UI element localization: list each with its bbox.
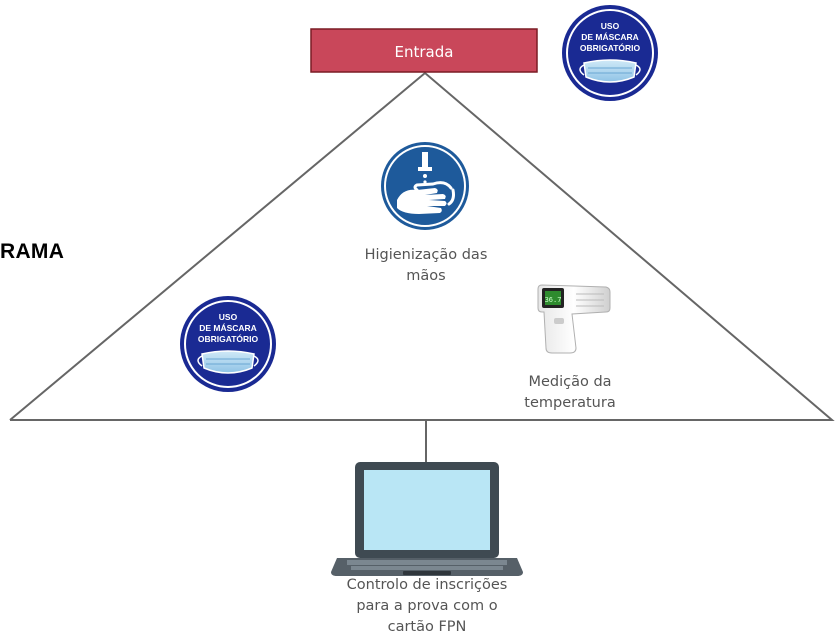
laptop-icon: [331, 462, 523, 576]
hand-wash-icon: [381, 142, 469, 230]
hand-hygiene-line2: mãos: [406, 268, 446, 284]
hand-hygiene-label: Higienização das mãos: [355, 245, 497, 287]
registration-line3: cartão FPN: [387, 619, 467, 635]
temperature-line1: Medição da: [528, 374, 612, 390]
mask-sign-line2: DE MÁSCARA: [581, 32, 639, 42]
left-label: RAMA: [0, 240, 65, 263]
mask-sign-line1: USO: [219, 312, 238, 322]
mask-sign-line3: OBRIGATÓRIO: [198, 333, 259, 344]
mask-sign-inner: USO DE MÁSCARA OBRIGATÓRIO: [179, 295, 277, 393]
mask-sign-line2: DE MÁSCARA: [199, 323, 257, 333]
registration-label: Controlo de inscrições para a prova com …: [322, 575, 532, 638]
area-triangle: [9, 71, 835, 421]
mask-sign-line3: OBRIGATÓRIO: [580, 42, 641, 53]
registration-line2: para a prova com o: [356, 598, 498, 614]
hand-hygiene-line1: Higienização das: [364, 247, 488, 263]
entrance-label: Entrada: [395, 43, 454, 61]
mask-sign-top: USO DE MÁSCARA OBRIGATÓRIO: [561, 4, 659, 102]
temperature-label: Medição da temperatura: [511, 372, 629, 414]
registration-line1: Controlo de inscrições: [346, 577, 508, 593]
entrance-box: Entrada: [310, 28, 538, 73]
temperature-line2: temperatura: [524, 395, 616, 411]
svg-text:36.7: 36.7: [545, 296, 562, 304]
mask-sign-line1: USO: [601, 21, 620, 31]
infrared-thermometer-icon: 36.7: [537, 284, 611, 354]
